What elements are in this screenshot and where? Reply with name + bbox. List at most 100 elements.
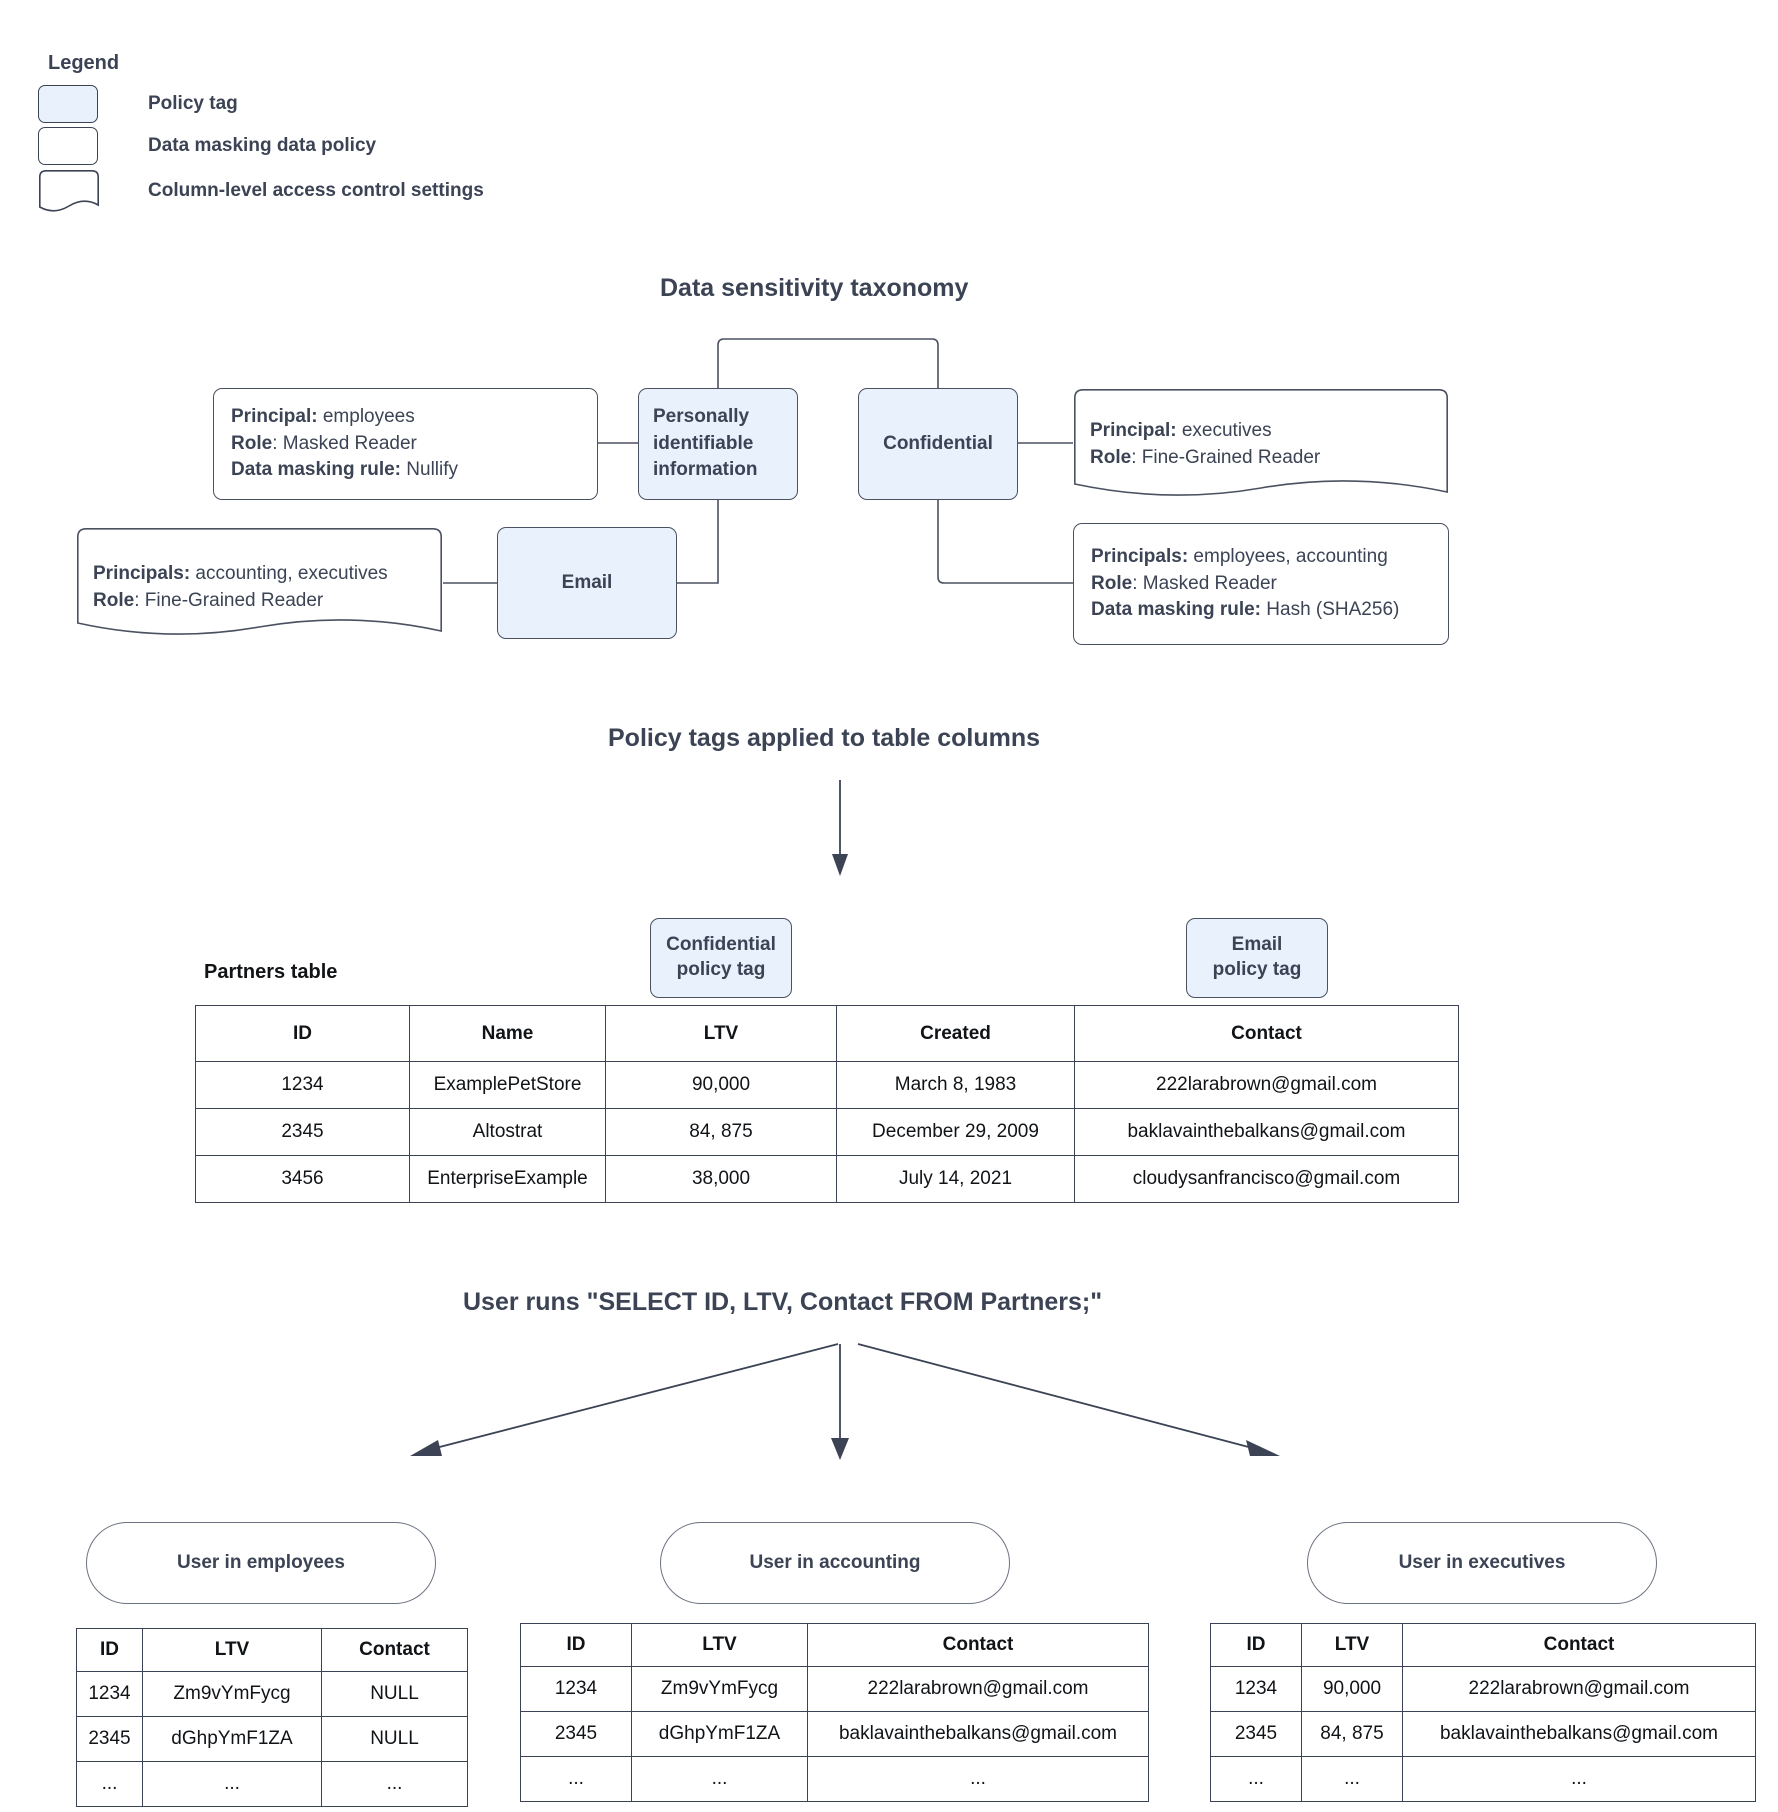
column-header-contact: Contact: [1074, 1005, 1459, 1062]
policy-key: Principals:: [93, 563, 191, 584]
legend-title: Legend: [48, 52, 120, 74]
policy-key: Role: [231, 432, 273, 454]
cell-contact: 222larabrown@gmail.com: [1402, 1666, 1756, 1712]
cell-contact: ...: [807, 1756, 1149, 1802]
table-header-row: ID LTV Contact: [520, 1623, 1149, 1667]
cell-id: 2345: [520, 1711, 632, 1757]
cell-ltv: ...: [631, 1756, 808, 1802]
cell-id: 2345: [195, 1108, 410, 1156]
table-header-row: ID LTV Contact: [1210, 1623, 1756, 1667]
pill-user-in-employees[interactable]: User in employees: [86, 1522, 436, 1604]
cell-contact: baklavainthebalkans@gmail.com: [1074, 1108, 1459, 1156]
result-table-container-employees: ID LTV Contact 1234 Zm9vYmFycg NULL 2345…: [76, 1628, 468, 1807]
policy-tag-email-label: Email: [561, 571, 613, 593]
confidential-policy-tag-callout[interactable]: Confidential policy tag: [650, 918, 792, 998]
column-header-ltv: LTV: [605, 1005, 837, 1062]
cell-ltv: Zm9vYmFycg: [142, 1671, 322, 1717]
cell-contact: NULL: [321, 1716, 468, 1762]
cell-ltv: ...: [142, 1761, 322, 1807]
legend-item-policy-tag: Policy tag: [38, 85, 238, 123]
email-policy-tag-line1: Email: [1231, 934, 1283, 956]
legend-item-column-access-control: Column-level access control settings: [38, 169, 484, 213]
cell-contact: cloudysanfrancisco@gmail.com: [1074, 1155, 1459, 1203]
legend-label-policy-tag: Policy tag: [148, 93, 238, 114]
policy-tag-confidential[interactable]: Confidential: [858, 388, 1018, 500]
column-header-created: Created: [836, 1005, 1075, 1062]
cell-ltv: ...: [1301, 1756, 1403, 1802]
policy-value: Nullify: [401, 459, 459, 481]
policy-box-email-access[interactable]: Principals: accounting, executives Role:…: [76, 527, 443, 645]
policy-value: Hash (SHA256): [1261, 599, 1400, 621]
cell-contact: 222larabrown@gmail.com: [807, 1666, 1149, 1712]
policy-key: Role: [1091, 572, 1133, 594]
table-row: 1234 Zm9vYmFycg 222larabrown@gmail.com: [520, 1666, 1149, 1712]
policy-box-confidential-access[interactable]: Principal: executives Role: Fine-Grained…: [1073, 388, 1449, 506]
table-row: 2345 Altostrat 84, 875 December 29, 2009…: [195, 1108, 1459, 1156]
table-row: 1234 90,000 222larabrown@gmail.com: [1210, 1666, 1756, 1712]
table-row: ... ... ...: [520, 1756, 1149, 1802]
cell-ltv: dGhpYmF1ZA: [631, 1711, 808, 1757]
cell-ltv: 84, 875: [1301, 1711, 1403, 1757]
result-table-executives: ID LTV Contact 1234 90,000 222larabrown@…: [1210, 1623, 1756, 1802]
table-row: 1234 ExamplePetStore 90,000 March 8, 198…: [195, 1061, 1459, 1109]
policy-tag-pii-label: Personally identifiable information: [653, 405, 758, 481]
policy-tag-confidential-label: Confidential: [883, 432, 993, 454]
table-row: 2345 84, 875 baklavainthebalkans@gmail.c…: [1210, 1711, 1756, 1757]
cell-ltv: 90,000: [605, 1061, 837, 1109]
result-table-employees: ID LTV Contact 1234 Zm9vYmFycg NULL 2345…: [76, 1628, 468, 1807]
legend-item-data-masking-policy: Data masking data policy: [38, 127, 376, 165]
legend-swatch-column-access-control: [38, 169, 99, 213]
partners-table-label: Partners table: [204, 961, 338, 983]
result-table-accounting: ID LTV Contact 1234 Zm9vYmFycg 222larabr…: [520, 1623, 1149, 1802]
cell-contact: baklavainthebalkans@gmail.com: [1402, 1711, 1756, 1757]
pill-user-in-executives[interactable]: User in executives: [1307, 1522, 1657, 1604]
cell-id: ...: [520, 1756, 632, 1802]
pill-label-accounting: User in accounting: [749, 1552, 921, 1573]
table-row: 2345 dGhpYmF1ZA baklavainthebalkans@gmai…: [520, 1711, 1149, 1757]
legend-label-column-access-control: Column-level access control settings: [148, 180, 484, 201]
table-row: ... ... ...: [1210, 1756, 1756, 1802]
cell-created: March 8, 1983: [836, 1061, 1075, 1109]
cell-created: December 29, 2009: [836, 1108, 1075, 1156]
policy-value: executives: [1176, 420, 1272, 441]
cell-id: 2345: [76, 1716, 143, 1762]
column-header-ltv: LTV: [631, 1623, 808, 1667]
policy-tag-pii[interactable]: Personally identifiable information: [638, 388, 798, 500]
email-policy-tag-callout[interactable]: Email policy tag: [1186, 918, 1328, 998]
policy-value: employees: [317, 405, 415, 427]
policy-key: Data masking rule:: [231, 459, 401, 481]
column-header-id: ID: [520, 1623, 632, 1667]
cell-contact: ...: [1402, 1756, 1756, 1802]
legend-swatch-policy-tag: [38, 85, 98, 123]
column-header-name: Name: [409, 1005, 606, 1062]
pill-user-in-accounting[interactable]: User in accounting: [660, 1522, 1010, 1604]
taxonomy-section-title: Data sensitivity taxonomy: [660, 274, 969, 302]
arrow-down-to-partners-table: [832, 780, 848, 876]
column-header-ltv: LTV: [142, 1628, 322, 1672]
cell-id: 2345: [1210, 1711, 1302, 1757]
cell-contact: NULL: [321, 1671, 468, 1717]
confidential-policy-tag-line2: policy tag: [676, 959, 766, 980]
table-row: 3456 EnterpriseExample 38,000 July 14, 2…: [195, 1155, 1459, 1203]
policy-key: Principals:: [1091, 545, 1189, 567]
policy-tag-email[interactable]: Email: [497, 527, 677, 639]
policy-box-pii-masking[interactable]: Principal: employees Role: Masked Reader…: [213, 388, 598, 500]
table-row: 2345 dGhpYmF1ZA NULL: [76, 1716, 468, 1762]
column-header-id: ID: [1210, 1623, 1302, 1667]
policy-box-confidential-masking[interactable]: Principals: employees, accounting Role: …: [1073, 523, 1449, 645]
policy-value: : Fine-Grained Reader: [1131, 446, 1321, 468]
cell-id: 1234: [76, 1671, 143, 1717]
cell-id: 1234: [1210, 1666, 1302, 1712]
cell-name: Altostrat: [409, 1108, 606, 1156]
cell-name: ExamplePetStore: [409, 1061, 606, 1109]
pill-label-executives: User in executives: [1398, 1552, 1566, 1573]
result-table-container-accounting: ID LTV Contact 1234 Zm9vYmFycg 222larabr…: [520, 1623, 1149, 1802]
column-header-id: ID: [195, 1005, 410, 1062]
policy-value: employees, accounting: [1188, 545, 1388, 567]
table-row: ... ... ...: [76, 1761, 468, 1807]
result-table-container-executives: ID LTV Contact 1234 90,000 222larabrown@…: [1210, 1623, 1756, 1802]
policy-tags-section-title: Policy tags applied to table columns: [608, 724, 1041, 752]
policy-key: Principal:: [1090, 420, 1177, 441]
pill-label-employees: User in employees: [177, 1552, 345, 1573]
cell-id: 1234: [520, 1666, 632, 1712]
